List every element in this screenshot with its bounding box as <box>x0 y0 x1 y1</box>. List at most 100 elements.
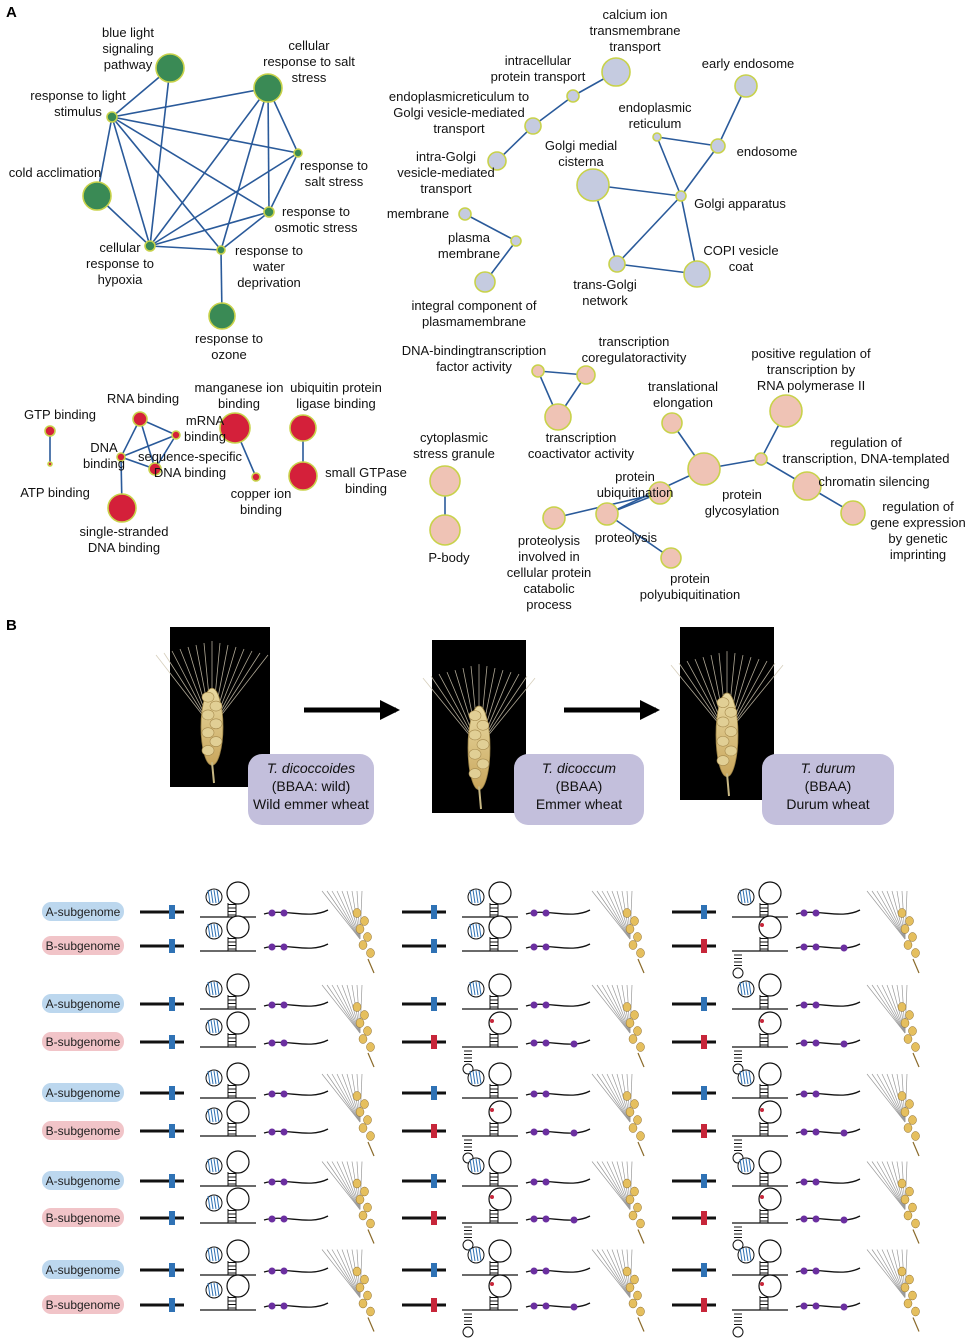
b-subgenome-label: B-subgenome <box>42 1121 124 1140</box>
node-label-osmotic: response to <box>282 204 350 219</box>
node-label-calcium: transmembrane <box>589 23 680 38</box>
node-label-er: reticulum <box>629 116 682 131</box>
cell-3 <box>672 1150 920 1251</box>
node-label-water: deprivation <box>237 275 301 290</box>
node-label-seq_dna: sequence-specific <box>138 449 243 464</box>
cell-1 <box>140 1062 375 1157</box>
node-label-coact: coactivator activity <box>528 446 635 461</box>
edge-golgi_app-trans_golgi <box>616 195 682 265</box>
cell-2 <box>402 1150 645 1251</box>
edge-salt-osmotic <box>268 152 299 213</box>
node-label-water: response to <box>235 243 303 258</box>
node-label-pos_reg: positive regulation of <box>751 346 871 361</box>
node-integral <box>474 271 496 293</box>
node-proteolysis <box>648 481 672 505</box>
node-label-reg_trans: transcription, DNA-templated <box>783 451 950 466</box>
node-label-ozone: response to <box>195 331 263 346</box>
node-imprint <box>840 500 866 526</box>
node-label-glyco: protein <box>722 487 762 502</box>
node-label-osmotic: osmotic stress <box>274 220 358 235</box>
subgenome-rows: A-subgenomeB-subgenomeA-subgenomeB-subge… <box>42 881 920 1338</box>
node-copi <box>683 260 711 288</box>
node-label-dna: binding <box>83 456 125 471</box>
edge-er-golgi_app <box>656 136 682 197</box>
edge-mrna-dna <box>120 434 177 458</box>
node-label-er_golgi: Golgi vesicle-mediated <box>393 105 525 120</box>
a-subgenome-label: A-subgenome <box>42 902 124 921</box>
node-golgi_medial <box>576 168 610 202</box>
b-subgenome-label: B-subgenome <box>42 1032 124 1051</box>
node-label-ozone: ozone <box>211 347 246 362</box>
panel-a-letter: A <box>6 4 17 21</box>
node-label-cold: cold acclimation <box>9 165 102 180</box>
node-label-gtp: GTP binding <box>24 407 96 422</box>
edge-light-salt <box>111 116 299 154</box>
edge-salt_cell-light <box>111 87 269 118</box>
node-dna <box>116 452 126 462</box>
node-label-golgi_app: Golgi apparatus <box>694 196 786 211</box>
node-label-early_endo: early endosome <box>702 56 795 71</box>
svg-text:A-subgenome: A-subgenome <box>46 1174 121 1188</box>
svg-text:A-subgenome: A-subgenome <box>46 905 121 919</box>
edge-salt-hypoxia <box>149 152 299 247</box>
node-label-imprint: regulation of <box>882 499 954 514</box>
node-label-er_golgi: endoplasmicreticulum to <box>389 89 529 104</box>
edge-rna-seq_dna <box>139 418 156 470</box>
node-label-proteolysis_cat: involved in <box>518 549 579 564</box>
node-label-intra_golgi: transport <box>420 181 472 196</box>
node-label-intracell: intracellular <box>505 53 572 68</box>
node-label-water: water <box>252 259 285 274</box>
node-label-glyco: glycosylation <box>705 503 779 518</box>
node-label-trans_golgi: trans-Golgi <box>573 277 637 292</box>
node-pbody <box>429 514 461 546</box>
node-label-hypoxia: cellular <box>99 240 141 255</box>
node-label-membrane: membrane <box>387 206 449 221</box>
node-water <box>216 245 226 255</box>
node-label-stress_gran: stress granule <box>413 446 495 461</box>
node-label-intra_golgi: intra-Golgi <box>416 149 476 164</box>
node-label-mrna: mRNA <box>186 413 225 428</box>
node-calcium <box>601 57 631 87</box>
edge-salt_cell-water <box>220 87 269 251</box>
edge-membrane-plasma <box>464 213 517 242</box>
node-label-salt_cell: cellular <box>288 38 330 53</box>
node-label-copper: copper ion <box>231 486 292 501</box>
node-stress_gran <box>429 465 461 497</box>
node-endosome <box>710 138 726 154</box>
node-label-er_golgi: transport <box>433 121 485 136</box>
node-label-polyubiq: protein <box>670 571 710 586</box>
node-label-pos_reg: transcription by <box>767 362 856 377</box>
cell-3 <box>672 1062 920 1164</box>
svg-text:A-subgenome: A-subgenome <box>46 1263 121 1277</box>
node-label-chromatin: chromatin silencing <box>818 474 929 489</box>
node-label-tf: factor activity <box>436 359 512 374</box>
edge-salt_cell-osmotic <box>267 87 270 213</box>
node-label-blue_light: blue light <box>102 25 154 40</box>
node-intracell <box>566 89 580 103</box>
node-coact <box>544 403 572 431</box>
node-tf <box>531 364 545 378</box>
node-label-stress_gran: cytoplasmic <box>420 430 488 445</box>
node-label-coreg: coregulatoractivity <box>582 350 687 365</box>
node-label-seq_dna: DNA binding <box>154 465 226 480</box>
node-label-integral: plasmamembrane <box>422 314 526 329</box>
node-proteolysis_cat <box>542 506 566 530</box>
node-label-ubiq: ubiquitination <box>597 485 674 500</box>
species-box-2: T. dicoccum(BBAA)Emmer wheat <box>514 754 644 825</box>
edge-light-water <box>111 116 222 251</box>
svg-text:B-subgenome: B-subgenome <box>46 1298 121 1312</box>
species-name: T. dicoccum <box>542 760 617 776</box>
node-label-tf: DNA-bindingtranscription <box>402 343 547 358</box>
a-subgenome-label: A-subgenome <box>42 994 124 1013</box>
node-gtp <box>44 425 56 437</box>
node-label-pbody: P-body <box>428 550 470 565</box>
node-ubiq_lig <box>289 414 317 442</box>
node-blue_light <box>155 53 185 83</box>
network-labels: blue lightsignalingpathwaycellularrespon… <box>9 7 966 612</box>
species-name: T. durum <box>801 760 856 776</box>
node-label-proteolysis: proteolysis <box>595 530 658 545</box>
